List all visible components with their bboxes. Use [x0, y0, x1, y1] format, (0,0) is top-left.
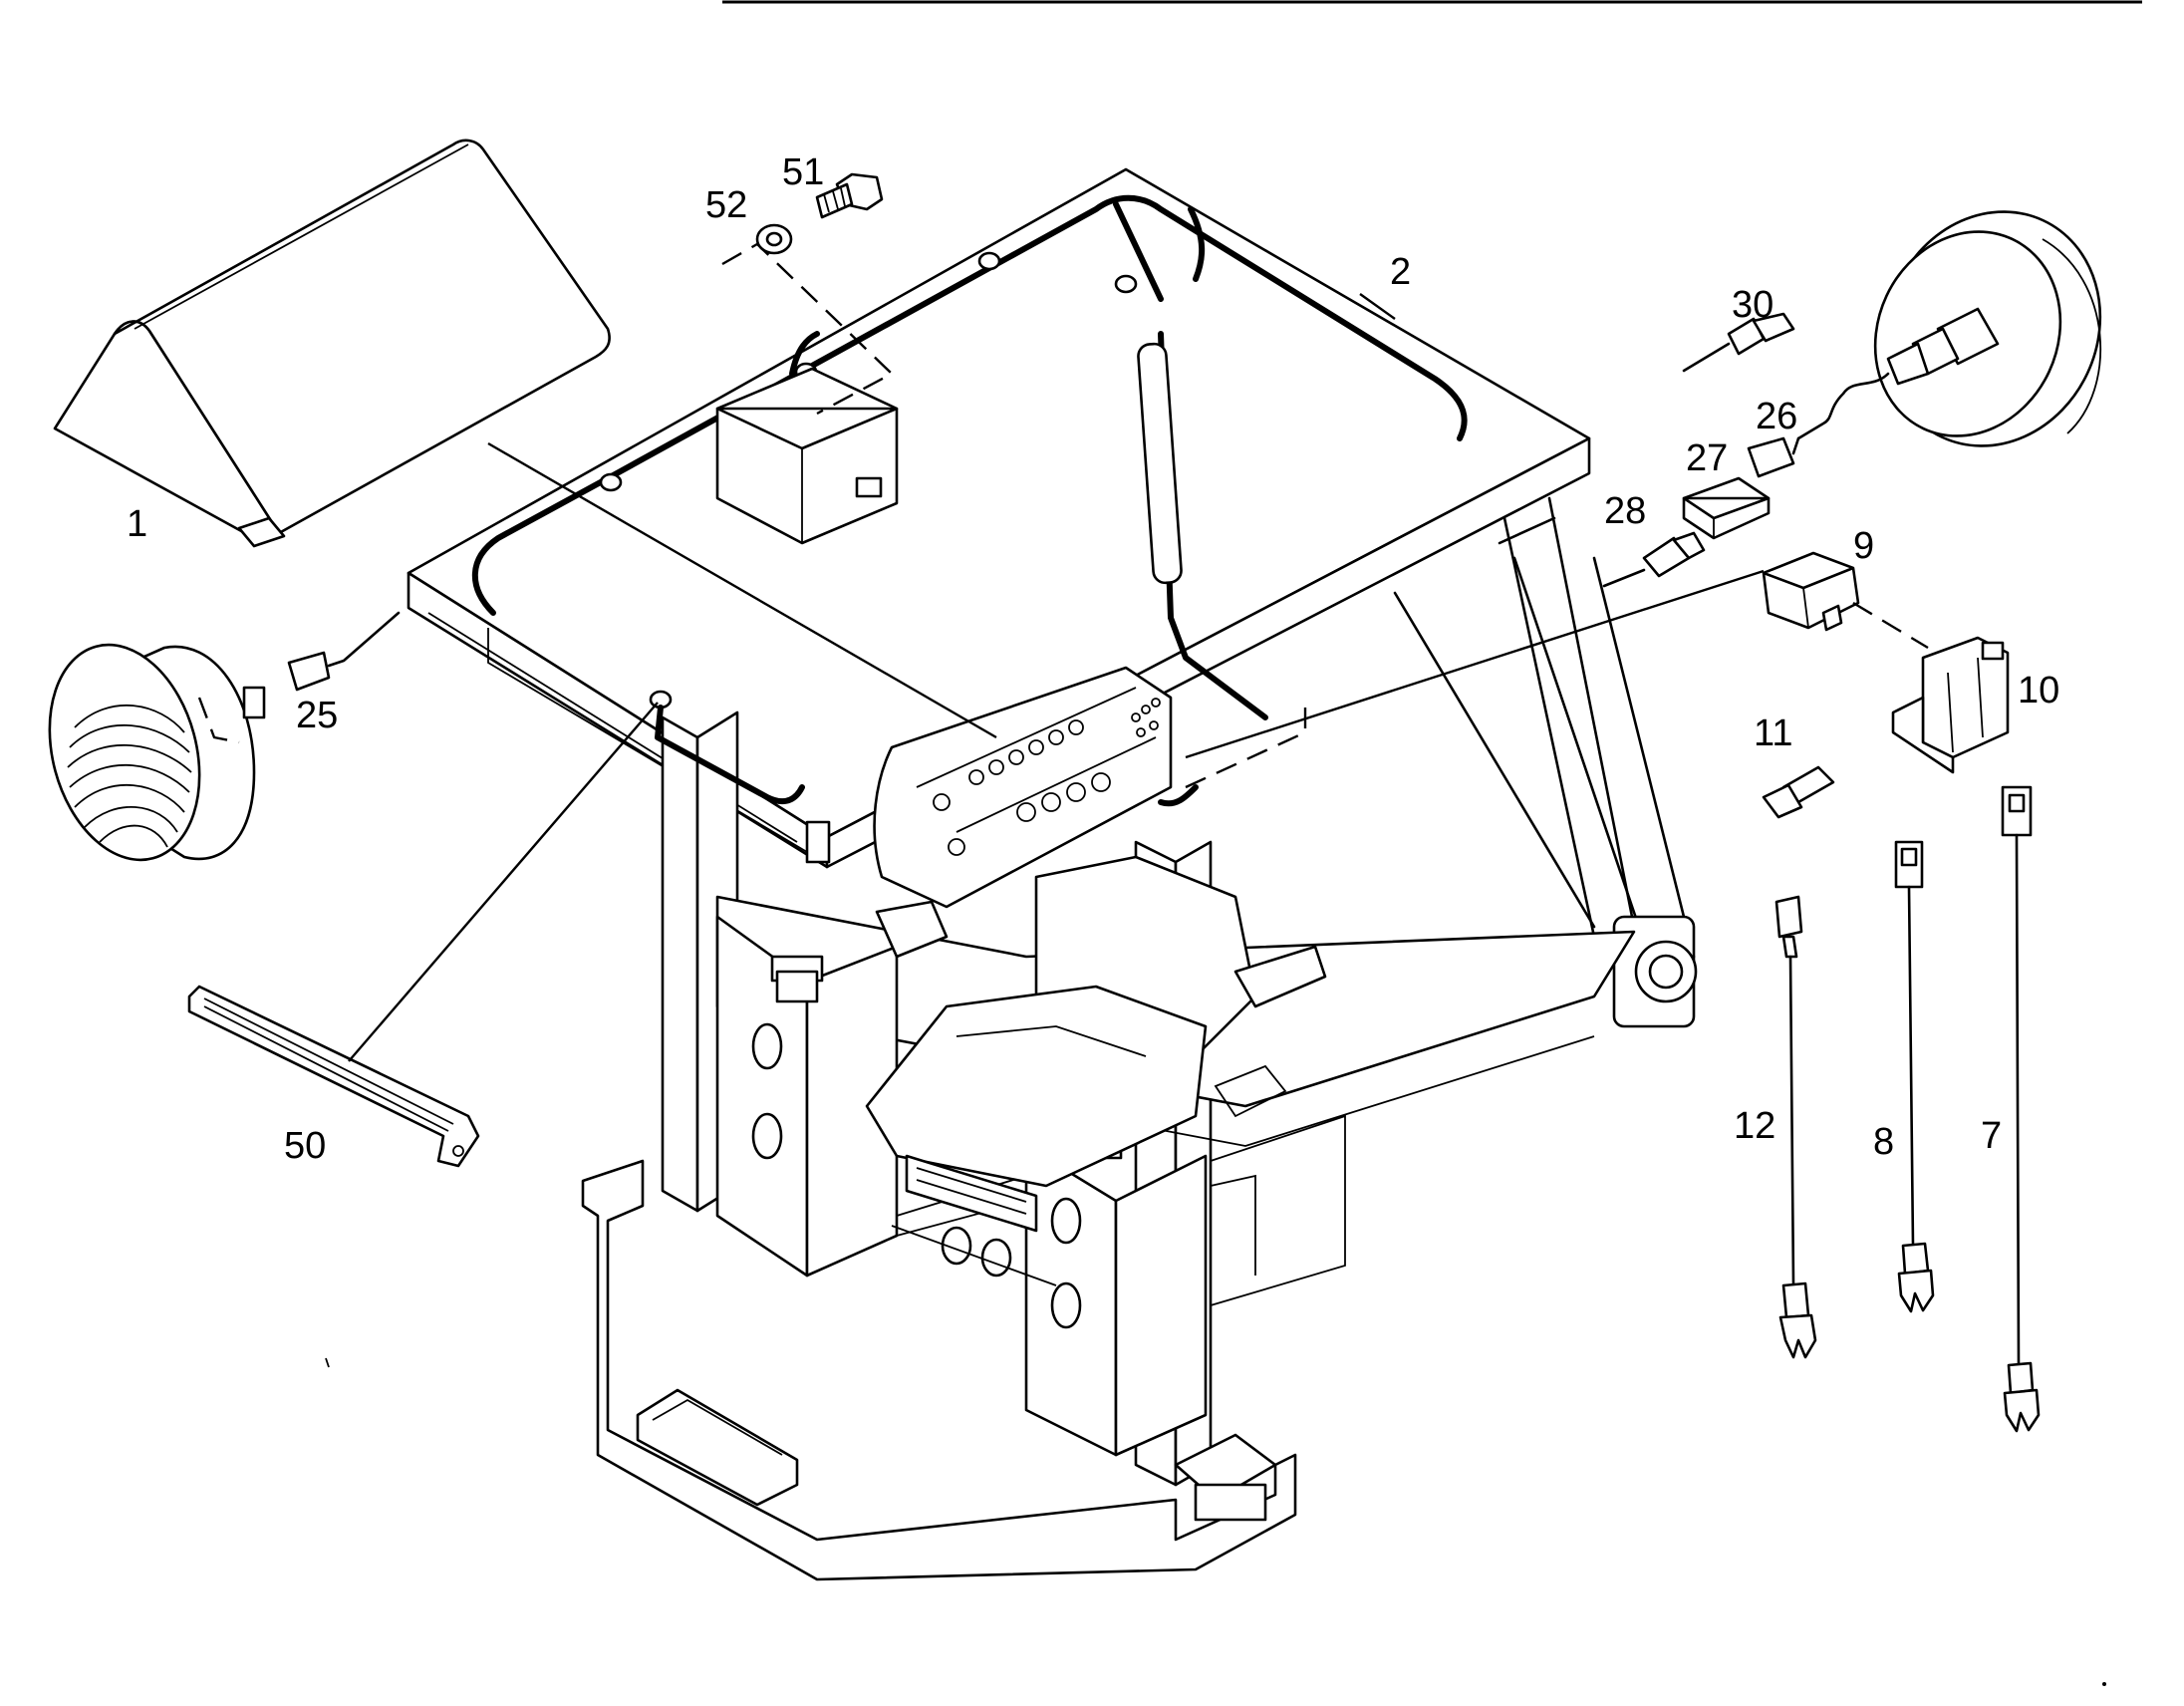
- callout-10: 10: [2018, 670, 2059, 711]
- fastener-dashed-line: [721, 242, 895, 416]
- cab-frame: [407, 167, 1698, 1581]
- roof-wiring-harness: [471, 194, 1468, 909]
- callout-12: 12: [1734, 1105, 1775, 1147]
- part-30-terminal: [1682, 312, 1795, 373]
- callout-52: 52: [705, 184, 747, 226]
- part-50-cable-tie: [187, 985, 480, 1168]
- callout-9: 9: [1853, 525, 1874, 567]
- part-27-fuse-holder: [1682, 476, 1771, 540]
- callout-26: 26: [1756, 396, 1797, 437]
- part-25-connector: [287, 611, 401, 692]
- callout-28: 28: [1604, 490, 1646, 532]
- callout-25: 25: [296, 695, 338, 736]
- operator-seat: [865, 855, 1327, 1286]
- part-26-connector: [1747, 436, 1800, 478]
- harness-leader-line: [1359, 293, 1396, 320]
- callout-1: 1: [127, 503, 147, 545]
- part-52-washer: [755, 223, 793, 255]
- part-9-relay: [1762, 551, 1860, 632]
- callout-2: 2: [1390, 251, 1411, 293]
- cover-leader-line: [487, 441, 997, 739]
- part-12-jumper-wire: [1774, 895, 1817, 1359]
- callout-27: 27: [1686, 437, 1728, 479]
- right-work-lamp: [1796, 210, 2102, 447]
- relay-leader-line: [1185, 569, 1765, 759]
- stray-dot: [2102, 1682, 2106, 1686]
- part-8-jumper-wire: [1894, 840, 1935, 1313]
- callout-7: 7: [1981, 1115, 2002, 1157]
- callout-8: 8: [1873, 1121, 1894, 1163]
- callout-30: 30: [1732, 284, 1774, 326]
- stray-mark: [325, 1357, 330, 1368]
- part-10-relay-bracket: [1891, 636, 2010, 774]
- part-51-bolt: [815, 172, 884, 219]
- callout-11: 11: [1754, 712, 1792, 754]
- relay-bracket-dashed-line: [1852, 601, 1929, 650]
- cable-tie-leader-line: [348, 702, 659, 1062]
- callout-51: 51: [782, 151, 824, 193]
- part-11-terminal: [1762, 765, 1835, 819]
- part-1-roof-cover: [53, 139, 611, 548]
- switch-panel-buttons: [933, 698, 1161, 856]
- left-work-lamp: [48, 643, 266, 862]
- part-28-terminal: [1602, 531, 1706, 588]
- callout-50: 50: [284, 1125, 326, 1167]
- part-7-jumper-wire: [2001, 785, 2041, 1433]
